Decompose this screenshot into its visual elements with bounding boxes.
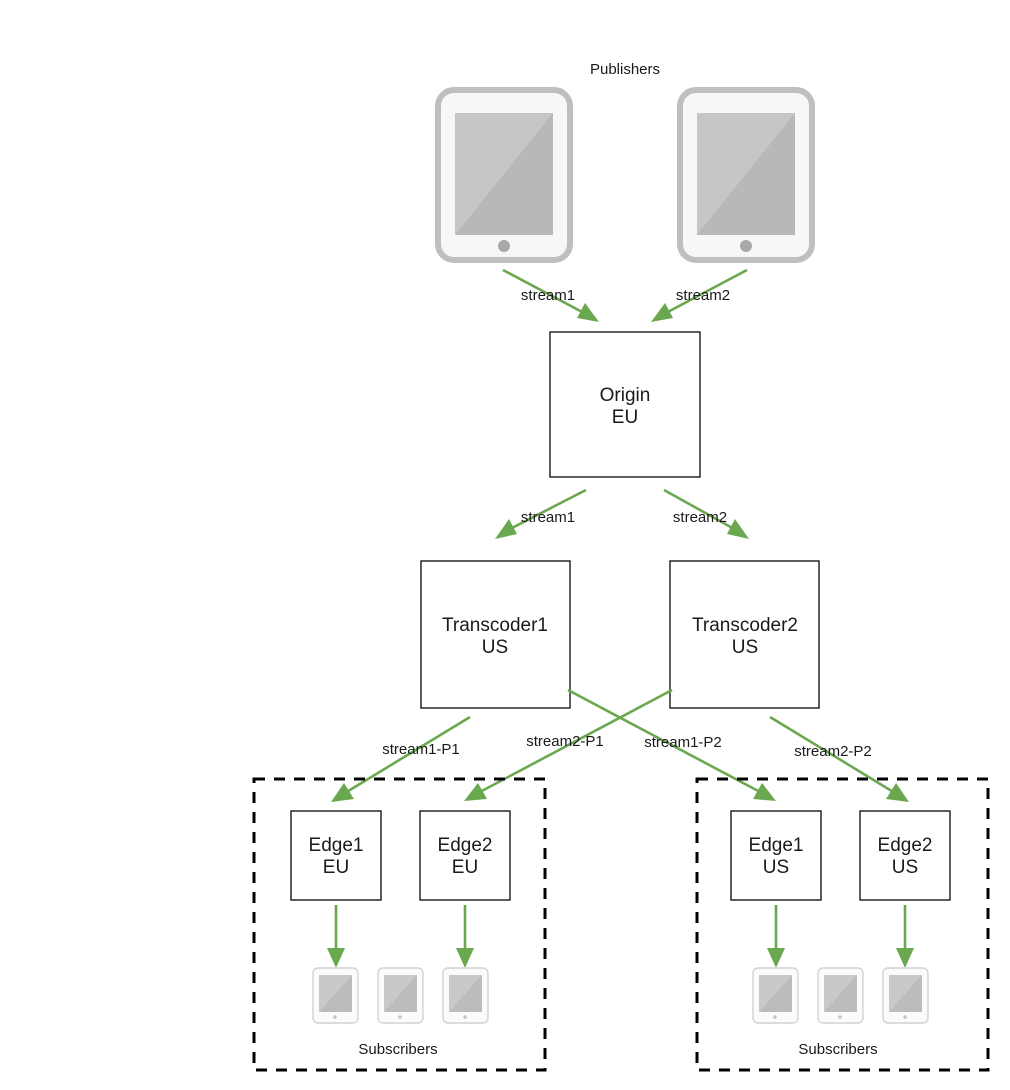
subscriber-device-us-3[interactable] [882, 967, 929, 1024]
subscribers-caption-eu: Subscribers [358, 1041, 437, 1058]
tablet-gloss [889, 975, 922, 1012]
flow-line [567, 688, 763, 795]
node-transcoder2[interactable]: Transcoder2 US [669, 560, 820, 709]
transcoder1-label-line1: Transcoder1 [442, 615, 548, 636]
tablet-home-button [838, 1015, 842, 1019]
subscriber-device-us-2[interactable] [817, 967, 864, 1024]
flow-origin-to-transcoder2 [663, 488, 749, 539]
edge1-us-label-line2: US [763, 857, 789, 878]
flow-label-stream2-publisher: stream2 [676, 287, 730, 304]
flow-edge1-us-to-subscriber [767, 905, 785, 968]
arrowhead-icon [886, 783, 909, 802]
transcoder2-label-line2: US [732, 637, 758, 658]
edge2-us-label-line1: Edge2 [878, 835, 933, 856]
origin-box [549, 331, 701, 478]
arrowhead-icon [456, 948, 474, 968]
edge1-eu-label-line2: EU [323, 857, 349, 878]
tablet-gloss [449, 975, 482, 1012]
publisher-device-2[interactable] [677, 87, 815, 263]
edge1-eu-box [290, 810, 382, 901]
subscribers-caption-us: Subscribers [798, 1041, 877, 1058]
flow-transcoder2-to-edge2-eu [464, 688, 673, 801]
flow-line [477, 688, 673, 795]
subscriber-group-us: Edge1 US Edge2 US [695, 777, 990, 1072]
flow-publisher1-to-origin [502, 268, 599, 322]
arrowhead-icon [753, 783, 776, 801]
flow-line [344, 715, 471, 795]
tablet-gloss [319, 975, 352, 1012]
subscriber-group-eu-border [252, 777, 547, 1072]
flow-edge2-us-to-subscriber [896, 905, 914, 968]
node-edge1-us[interactable]: Edge1 US [730, 810, 822, 901]
flow-label-stream2-p2: stream2-P2 [794, 743, 872, 760]
arrowhead-icon [727, 519, 749, 539]
origin-label-line1: Origin [600, 385, 651, 406]
subscriber-device-eu-2[interactable] [377, 967, 424, 1024]
arrowhead-icon [767, 948, 785, 968]
tablet-home-button [903, 1015, 907, 1019]
edge1-us-label-line1: Edge1 [749, 835, 804, 856]
flow-transcoder1-to-edge1-eu [331, 715, 471, 802]
node-origin[interactable]: Origin EU [549, 331, 701, 478]
node-edge2-us[interactable]: Edge2 US [859, 810, 951, 901]
flow-line [507, 488, 587, 532]
flow-label-stream2-origin: stream2 [673, 509, 727, 526]
flow-label-stream1-publisher: stream1 [521, 287, 575, 304]
flow-label-stream1-p1: stream1-P1 [382, 741, 460, 758]
edge2-eu-box [419, 810, 511, 901]
edge2-eu-label-line1: Edge2 [438, 835, 493, 856]
tablet-gloss [824, 975, 857, 1012]
arrowhead-icon [331, 783, 354, 802]
node-edge1-eu[interactable]: Edge1 EU [290, 810, 382, 901]
edge1-us-box [730, 810, 822, 901]
transcoder1-box [420, 560, 571, 709]
tablet-gloss [759, 975, 792, 1012]
flow-label-stream2-p1: stream2-P1 [526, 733, 604, 750]
tablet-home-button [333, 1015, 337, 1019]
tablet-gloss [697, 113, 795, 235]
flow-transcoder2-to-edge2-us [769, 715, 909, 802]
arrowhead-icon [495, 519, 517, 539]
node-transcoder1[interactable]: Transcoder1 US [420, 560, 571, 709]
flow-transcoder1-to-edge1-us [567, 688, 776, 801]
edge1-eu-label-line1: Edge1 [309, 835, 364, 856]
subscriber-device-us-1[interactable] [752, 967, 799, 1024]
subscriber-group-eu: Edge1 EU Edge2 EU [252, 777, 547, 1072]
flow-line [663, 268, 748, 316]
transcoder2-label-line1: Transcoder2 [692, 615, 798, 636]
flow-label-stream1-p2: stream1-P2 [644, 734, 722, 751]
arrowhead-icon [327, 948, 345, 968]
tablet-home-button [463, 1015, 467, 1019]
tablet-gloss [455, 113, 553, 235]
publishers-title: Publishers [590, 61, 660, 78]
flow-publisher2-to-origin [651, 268, 748, 322]
origin-label-line2: EU [612, 407, 638, 428]
subscriber-device-eu-3[interactable] [442, 967, 489, 1024]
edge2-eu-label-line2: EU [452, 857, 478, 878]
arrowhead-icon [464, 783, 487, 801]
edge2-us-label-line2: US [892, 857, 918, 878]
tablet-home-button [773, 1015, 777, 1019]
flow-line [769, 715, 896, 795]
arrowhead-icon [577, 303, 599, 322]
flow-line [663, 488, 737, 532]
flow-edge2-eu-to-subscriber [456, 905, 474, 968]
tablet-home-button [740, 240, 752, 252]
transcoder1-label-line2: US [482, 637, 508, 658]
flow-edge1-eu-to-subscriber [327, 905, 345, 968]
flow-line [502, 268, 587, 316]
arrowhead-icon [896, 948, 914, 968]
flow-label-stream1-origin: stream1 [521, 509, 575, 526]
arrowhead-icon [651, 303, 673, 322]
node-edge2-eu[interactable]: Edge2 EU [419, 810, 511, 901]
transcoder2-box [669, 560, 820, 709]
flow-origin-to-transcoder1 [495, 488, 587, 539]
tablet-home-button [498, 240, 510, 252]
publisher-device-1[interactable] [435, 87, 573, 263]
subscriber-group-us-border [695, 777, 990, 1072]
tablet-gloss [384, 975, 417, 1012]
subscriber-device-eu-1[interactable] [312, 967, 359, 1024]
edge2-us-box [859, 810, 951, 901]
tablet-home-button [398, 1015, 402, 1019]
